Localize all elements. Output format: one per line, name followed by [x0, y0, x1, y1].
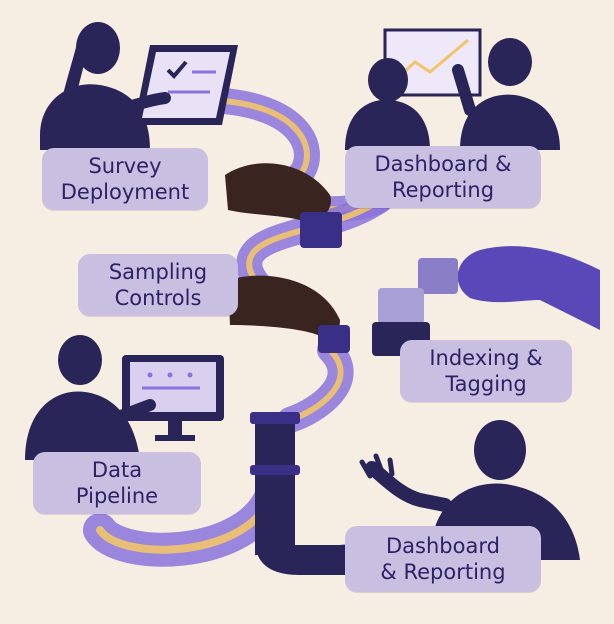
step-text: Dashboard & Reporting	[380, 533, 506, 584]
hand-with-cube-middle	[228, 275, 350, 353]
step-label-survey-deployment: Survey Deployment	[42, 148, 208, 210]
monitor-icon	[122, 355, 224, 441]
tablet-icon	[134, 45, 238, 125]
step-label-indexing-tagging: Indexing & Tagging	[400, 340, 572, 402]
step-text: Data Pipeline	[75, 457, 159, 508]
step-label-dashboard-reporting-bottom: Dashboard & Reporting	[345, 526, 541, 592]
step-text: Indexing & Tagging	[429, 345, 543, 396]
cube-icon	[378, 288, 424, 324]
survey-person-figure	[40, 22, 238, 150]
step-text: Survey Deployment	[60, 153, 190, 204]
step-text: Dashboard & Reporting	[374, 151, 512, 202]
step-label-sampling-controls: Sampling Controls	[78, 254, 238, 316]
pipeline-person-figure	[25, 335, 224, 460]
step-label-dashboard-reporting-top: Dashboard & Reporting	[345, 146, 541, 208]
pipe-figure	[250, 412, 350, 575]
cube-icon	[418, 258, 458, 294]
hand-with-cube-top	[225, 163, 342, 248]
step-text: Sampling Controls	[108, 259, 208, 310]
cube-icon	[318, 325, 350, 353]
step-label-data-pipeline: Data Pipeline	[33, 452, 201, 514]
cube-icon	[300, 212, 342, 248]
meeting-figures	[345, 28, 560, 150]
